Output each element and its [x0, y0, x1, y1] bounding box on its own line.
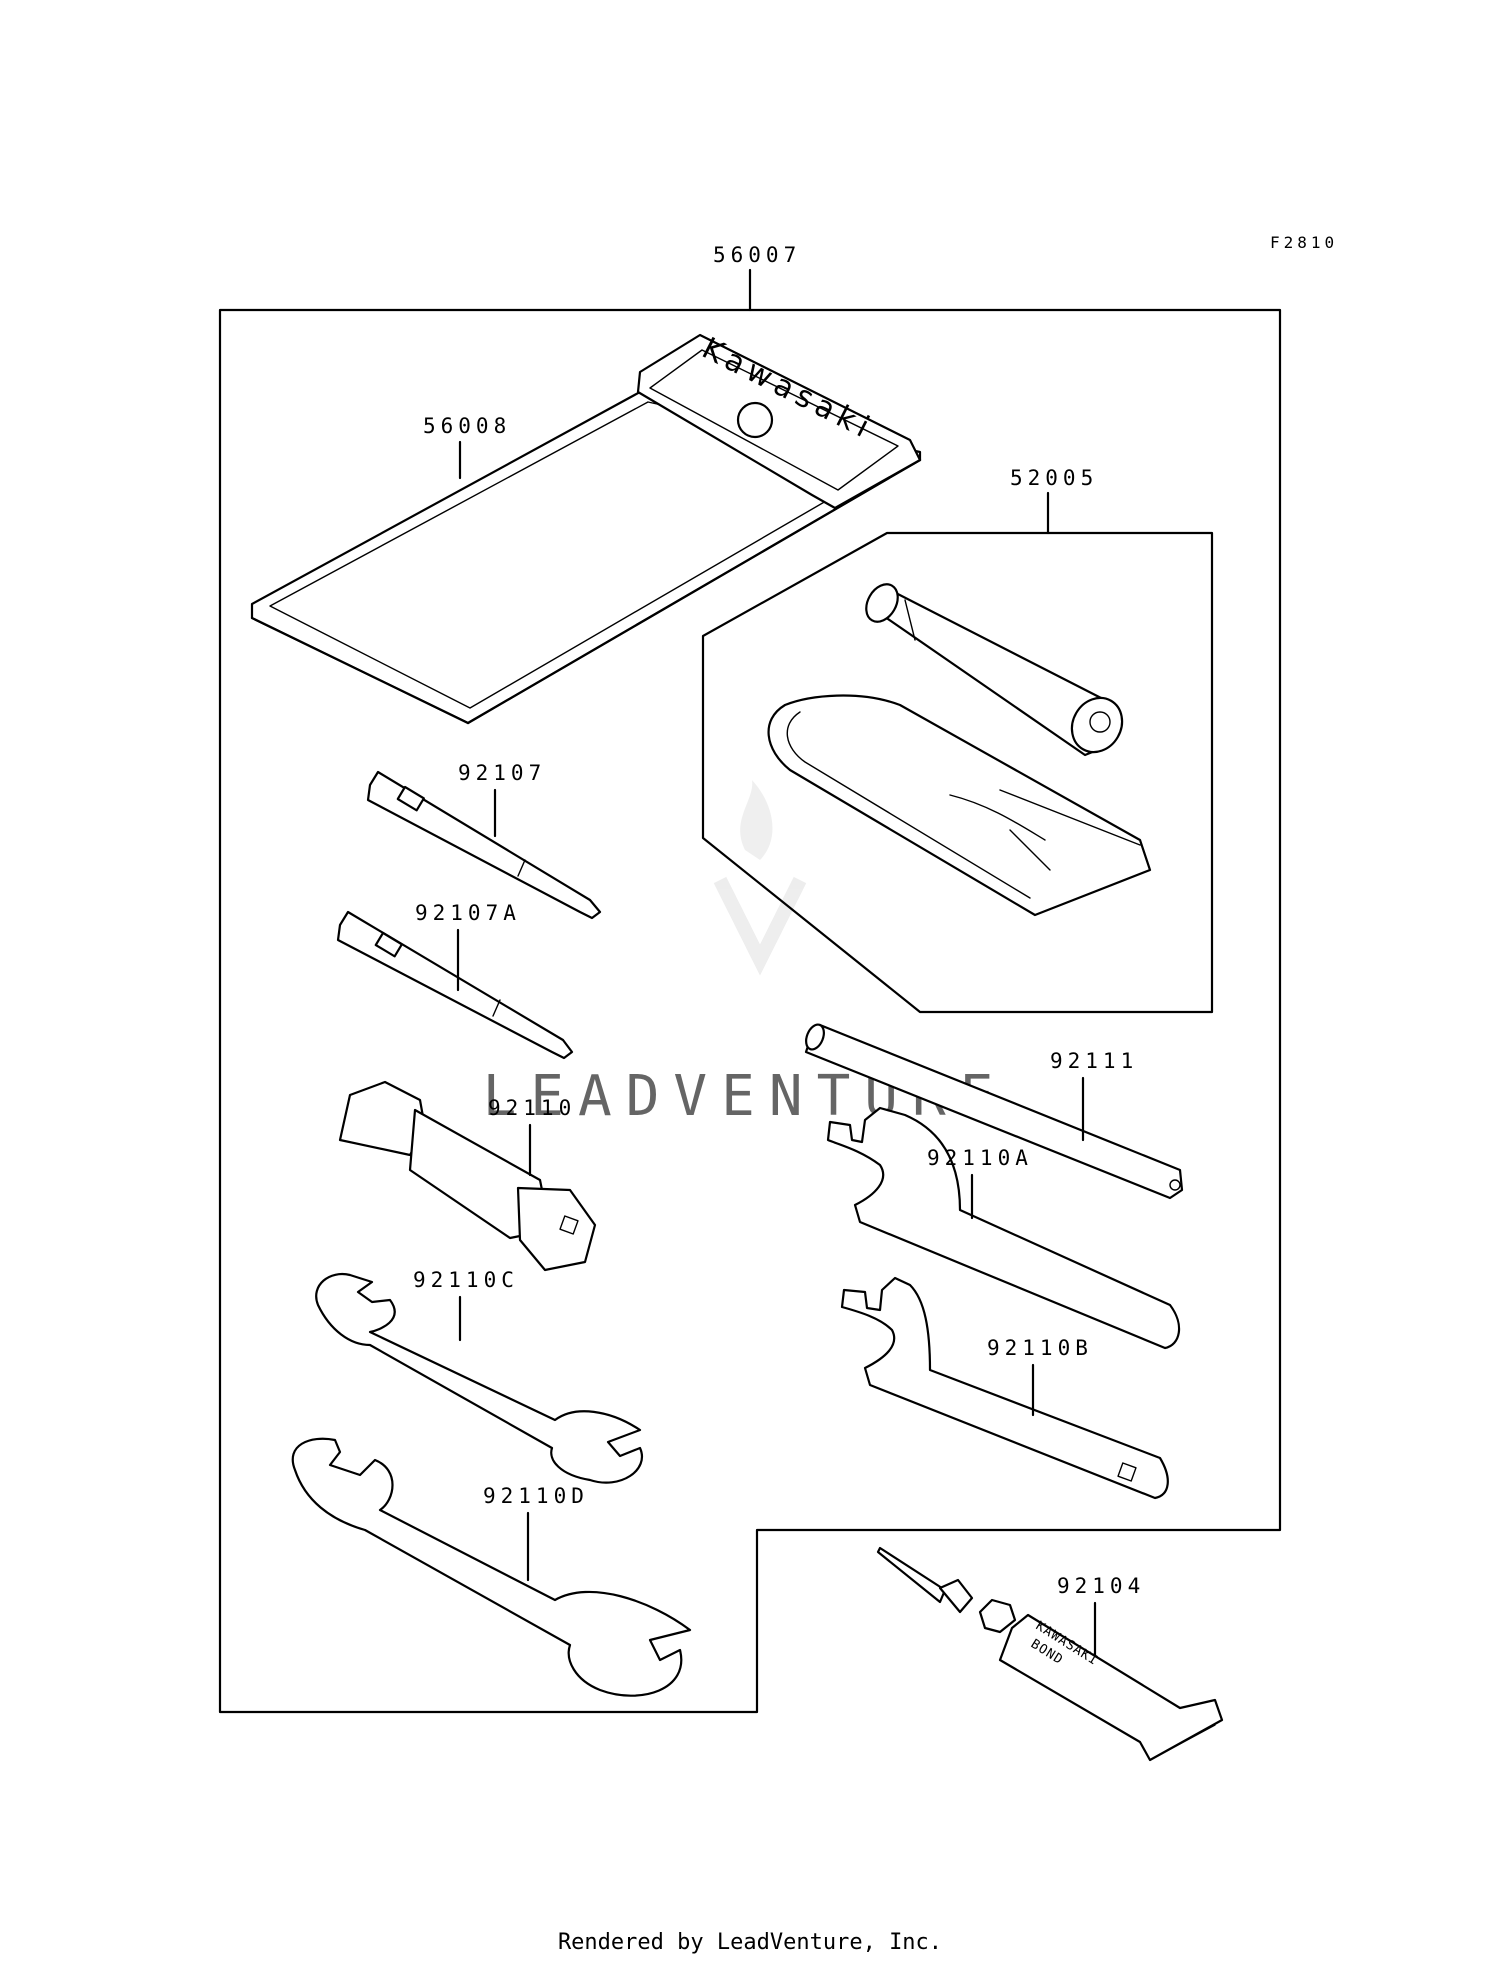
hook-wrench-92110B: [840, 1276, 1169, 1500]
screwdriver-92107A: [336, 910, 574, 1060]
label-92110A: 92110A: [927, 1146, 1033, 1170]
render-credit: Rendered by LeadVenture, Inc.: [557, 1930, 943, 1955]
pump-pouch: [767, 694, 1152, 917]
label-92104: 92104: [1057, 1574, 1145, 1598]
wrench-92110D: [291, 1437, 692, 1697]
screwdriver-92107: [366, 770, 602, 920]
snap-button: [736, 401, 774, 439]
kit-outline: [218, 308, 1282, 1714]
label-56008: 56008: [423, 414, 511, 438]
label-52005: 52005: [1010, 466, 1098, 490]
label-92107: 92107: [458, 761, 546, 785]
label-92111: 92111: [1050, 1049, 1138, 1073]
bar-92111: [804, 1023, 1184, 1200]
hook-wrench-92110A: [826, 1106, 1181, 1350]
bond-tube-92104: KAWASAKI BOND: [876, 1546, 1224, 1762]
label-92110D: 92110D: [483, 1484, 589, 1508]
label-92110B: 92110B: [987, 1336, 1093, 1360]
pump-tube: [865, 583, 1124, 757]
plug-wrench-92110: [338, 1080, 597, 1272]
tool-case-56008: Kawasaki: [250, 331, 922, 725]
label-92107A: 92107A: [415, 901, 521, 925]
pump-set-box: [701, 531, 1214, 1014]
label-kit: 56007: [713, 243, 801, 267]
label-92110: 92110: [488, 1096, 576, 1120]
figure-ref-code: F2810: [1270, 233, 1338, 252]
label-92110C: 92110C: [413, 1268, 519, 1292]
wrench-92110C: [315, 1272, 643, 1484]
